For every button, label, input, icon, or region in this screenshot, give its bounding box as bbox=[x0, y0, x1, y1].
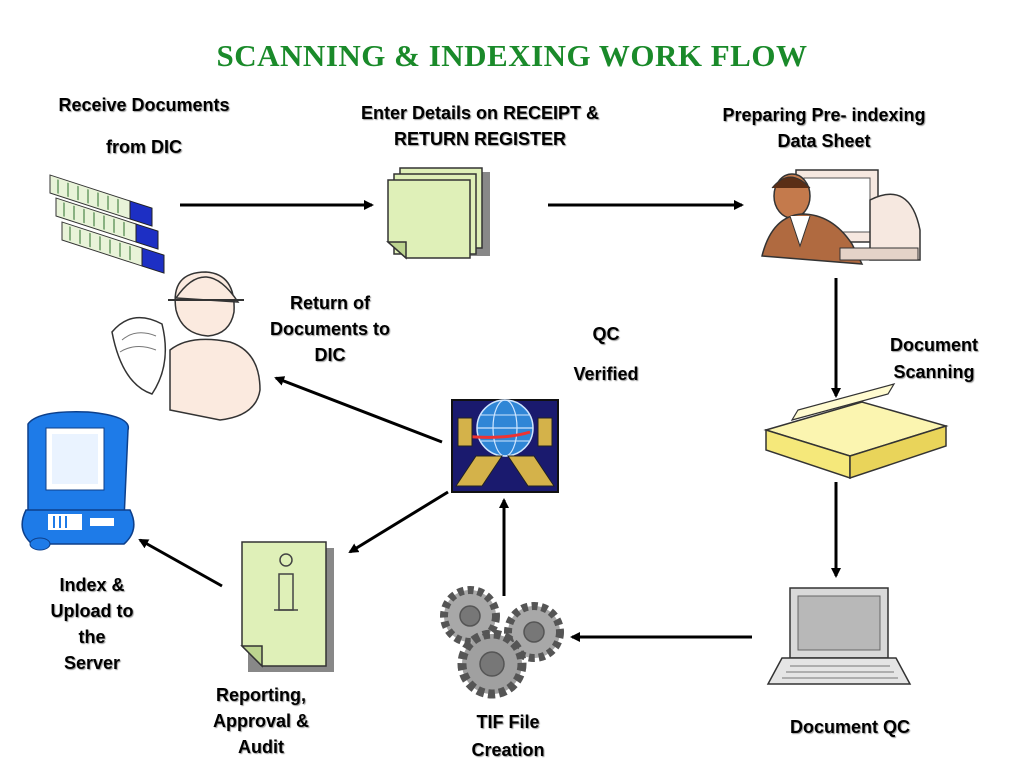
slide-title: SCANNING & INDEXING WORK FLOW bbox=[216, 38, 808, 73]
label-index-upload: Index & Upload to the Server bbox=[24, 572, 160, 676]
arrow-verified-to-return bbox=[274, 376, 443, 444]
label-line: Creation bbox=[471, 740, 545, 760]
label-receive-documents: Receive Documents from DIC bbox=[28, 84, 260, 168]
arrow-verified-to-reporting bbox=[348, 490, 449, 554]
label-line: Verified bbox=[573, 364, 639, 384]
label-line: Upload to bbox=[50, 601, 134, 621]
label-line: the bbox=[78, 627, 106, 647]
label-line: Data Sheet bbox=[777, 131, 871, 151]
label-line: Document bbox=[889, 335, 978, 355]
label-enter-details: Enter Details on RECEIPT & RETURN REGIST… bbox=[316, 100, 644, 152]
label-line: Audit bbox=[238, 737, 284, 757]
label-line: RETURN REGISTER bbox=[393, 129, 566, 149]
label-line: Reporting, bbox=[216, 685, 306, 705]
label-line: Document QC bbox=[789, 717, 910, 737]
worker-with-blueprints-icon bbox=[111, 271, 261, 421]
arrow-reporting-to-upload bbox=[138, 538, 223, 588]
label-line: Enter Details on RECEIPT & bbox=[360, 103, 600, 123]
laptop-icon bbox=[766, 587, 912, 685]
info-document-icon bbox=[240, 541, 334, 672]
label-line: DIC bbox=[314, 345, 346, 365]
label-line: Return of bbox=[290, 293, 370, 313]
label-return-documents: Return of Documents to DIC bbox=[240, 290, 420, 368]
label-line: Receive Documents bbox=[58, 95, 230, 115]
gears-icon bbox=[440, 586, 564, 699]
label-line: from DIC bbox=[106, 137, 182, 157]
label-line: Server bbox=[63, 653, 121, 673]
label-preparing-data-sheet: Preparing Pre- indexing Data Sheet bbox=[682, 102, 966, 154]
document-stacks-icon bbox=[49, 174, 165, 274]
label-line: Documents to bbox=[269, 319, 390, 339]
label-document-qc: Document QC bbox=[760, 714, 940, 740]
desktop-computer-icon bbox=[21, 411, 135, 551]
network-transfer-icon bbox=[451, 399, 559, 493]
label-tif-file-creation: TIF File Creation bbox=[440, 708, 576, 764]
label-line: TIF File bbox=[476, 712, 540, 732]
flatbed-scanner-icon bbox=[763, 383, 949, 480]
clerk-at-computer-icon bbox=[761, 169, 921, 265]
label-qc-verified: QC Verified bbox=[546, 314, 666, 394]
label-reporting-approval-audit: Reporting, Approval & Audit bbox=[186, 682, 336, 760]
label-document-scanning: Document Scanning bbox=[862, 332, 1006, 386]
label-line: Index & bbox=[59, 575, 125, 595]
label-line: QC bbox=[592, 324, 620, 344]
label-line: Approval & bbox=[212, 711, 309, 731]
label-line: Scanning bbox=[893, 362, 975, 382]
paper-stack-icon bbox=[386, 167, 490, 260]
label-line: Preparing Pre- indexing bbox=[722, 105, 926, 125]
